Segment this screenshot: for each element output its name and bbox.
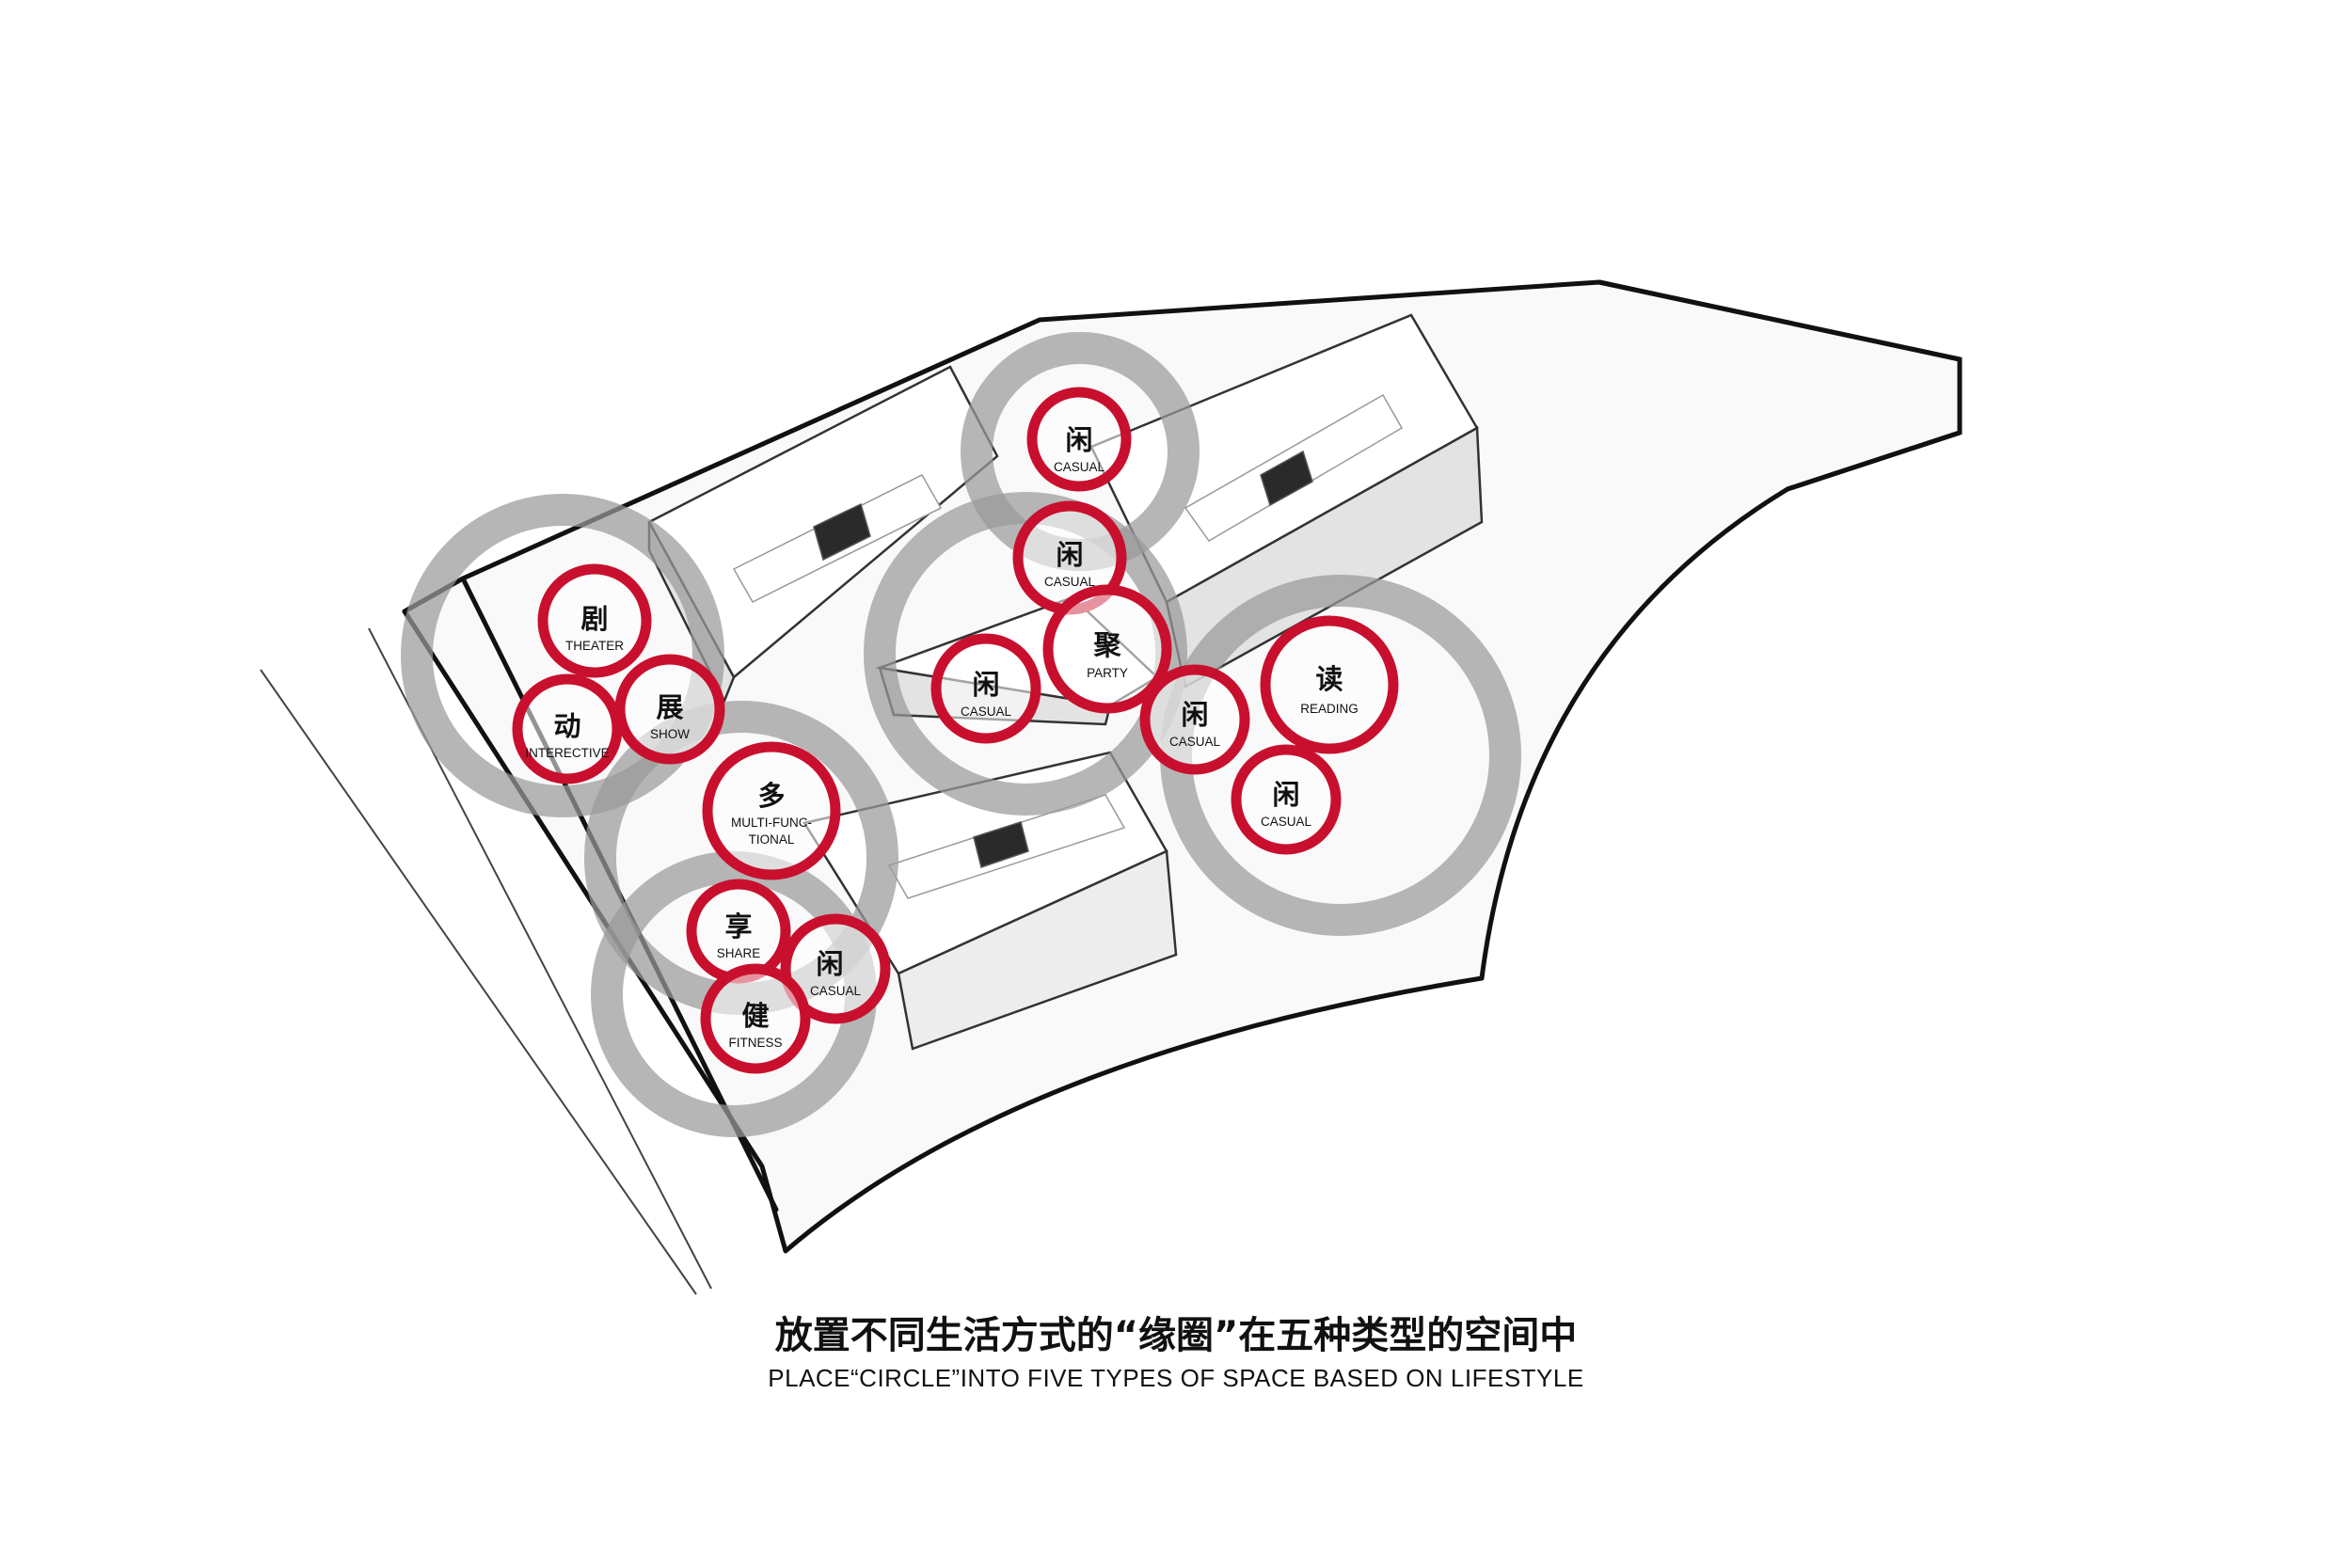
svg-text:FITNESS: FITNESS [728,1036,782,1050]
svg-text:闲: 闲 [1181,699,1208,731]
svg-text:动: 动 [553,710,580,742]
circle-fitness: 健 FITNESS [700,963,811,1074]
circle-party: 聚 PARTY [1042,584,1172,714]
circle-multi-functional: 多 MULTI-FUNC- TIONAL [702,741,841,880]
svg-text:SHOW: SHOW [650,727,690,741]
circle-casual: 闲 CASUAL [1139,664,1250,775]
zone-ring [401,494,724,817]
svg-text:CASUAL: CASUAL [1169,735,1221,749]
svg-text:闲: 闲 [1065,424,1092,456]
svg-text:THEATER: THEATER [565,639,624,653]
circle-casual: 闲 CASUAL [1012,500,1127,615]
building-4 [803,751,1178,1051]
svg-text:聚: 聚 [1092,629,1121,661]
circle-show: 展 SHOW [614,654,725,765]
svg-text:闲: 闲 [816,948,843,980]
svg-text:闲: 闲 [1272,779,1299,811]
circle-casual: 闲 CASUAL [780,913,891,1024]
circle-casual: 闲 CASUAL [930,633,1041,744]
svg-text:享: 享 [724,911,752,942]
svg-text:剧: 剧 [580,603,608,635]
caption-chinese: 放置不同生活方式的“缘圈”在五种类型的空间中 [775,1314,1578,1357]
caption-english: PLACE“CIRCLE”INTO FIVE TYPES OF SPACE BA… [768,1364,1583,1392]
svg-text:INTERECTIVE: INTERECTIVE [525,746,609,760]
svg-text:CASUAL: CASUAL [1054,460,1105,474]
circle-reading: 读 READING [1260,615,1399,754]
svg-text:TIONAL: TIONAL [749,832,795,847]
circle-theater: 剧 THEATER [537,563,652,678]
lifestyle-circles: 闲 CASUAL 闲 CASUAL 剧 THEATER 动 INTERECTIV… [512,387,1399,1074]
svg-text:CASUAL: CASUAL [810,984,862,998]
svg-text:健: 健 [741,1000,769,1032]
svg-text:闲: 闲 [1056,539,1083,571]
svg-text:读: 读 [1315,663,1343,695]
svg-text:CASUAL: CASUAL [1261,815,1312,829]
svg-text:PARTY: PARTY [1087,666,1128,680]
svg-text:多: 多 [757,780,785,812]
svg-text:SHARE: SHARE [717,946,761,960]
svg-text:展: 展 [656,691,683,723]
circle-interective: 动 INTERECTIVE [512,673,623,784]
circle-casual: 闲 CASUAL [1231,744,1342,855]
svg-text:CASUAL: CASUAL [1044,575,1096,589]
svg-text:READING: READING [1300,702,1359,716]
circle-casual: 闲 CASUAL [1026,387,1132,492]
svg-text:CASUAL: CASUAL [961,705,1012,719]
svg-text:MULTI-FUNC-: MULTI-FUNC- [731,816,812,830]
svg-text:闲: 闲 [972,669,999,701]
circle-share: 享 SHARE [686,879,791,984]
